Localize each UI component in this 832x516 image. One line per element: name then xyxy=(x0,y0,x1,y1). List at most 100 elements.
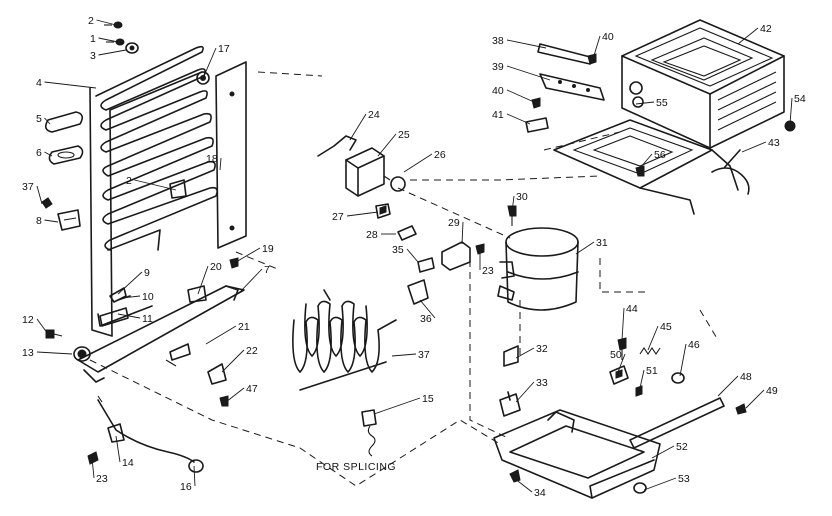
leader-line xyxy=(745,389,765,409)
callout-c55: 55 xyxy=(635,97,668,109)
base-pan xyxy=(493,409,661,499)
grommet-17 xyxy=(196,71,210,85)
part-number-label: 5 xyxy=(36,113,42,125)
part-number-label: 14 xyxy=(122,457,134,469)
compressor xyxy=(497,205,579,311)
part-number-label: 40 xyxy=(492,85,504,97)
leader-line xyxy=(506,113,531,125)
connector-28 xyxy=(397,225,417,241)
leader-line xyxy=(511,195,515,213)
callout-c45: 45 xyxy=(647,321,672,351)
leader-line xyxy=(219,157,222,171)
leader-line xyxy=(115,435,121,463)
leader-line xyxy=(44,151,53,157)
part-number-label: 19 xyxy=(262,243,274,255)
part-number-label: 3 xyxy=(90,50,96,62)
callout-c4: 4 xyxy=(36,77,97,89)
grommet-46 xyxy=(671,372,685,384)
callout-c1: 1 xyxy=(90,33,119,45)
leader-line xyxy=(117,271,143,295)
leader-line xyxy=(506,65,551,81)
screw-2-top xyxy=(104,21,123,29)
part-number-label: 54 xyxy=(794,93,806,105)
leader-line xyxy=(643,477,677,491)
callout-c24: 24 xyxy=(349,109,380,141)
part-number-label: 45 xyxy=(660,321,672,333)
part-number-label: 39 xyxy=(492,61,504,73)
spring-45 xyxy=(639,347,661,355)
part-number-label: 25 xyxy=(398,129,410,141)
part-number-label: 52 xyxy=(676,441,688,453)
part-number-label: 13 xyxy=(22,347,34,359)
part-number-label: 43 xyxy=(768,137,780,149)
callout-c33: 33 xyxy=(515,377,548,403)
back-panel xyxy=(215,61,247,249)
relay-20 xyxy=(187,285,207,303)
power-cord xyxy=(87,395,204,473)
callout-c54: 54 xyxy=(789,93,806,125)
leader-line xyxy=(44,219,59,223)
leader-line xyxy=(36,351,73,355)
leader-line xyxy=(506,89,535,103)
part-number-label: 7 xyxy=(264,264,270,276)
callout-c22: 22 xyxy=(221,345,258,373)
leader-line xyxy=(44,117,51,125)
leader-line xyxy=(117,313,141,319)
leader-line xyxy=(98,49,127,56)
leader-line xyxy=(91,457,95,479)
assembly-dashed-lines xyxy=(89,71,719,487)
callout-c47: 47 xyxy=(225,383,258,403)
part-number-label: 2 xyxy=(126,175,132,187)
part-number-label: 36 xyxy=(420,313,432,325)
callout-c39: 39 xyxy=(492,61,551,81)
leader-line xyxy=(346,211,379,217)
grommet-32 xyxy=(503,345,519,367)
part-number-label: 15 xyxy=(422,393,434,405)
leader-line xyxy=(617,353,626,373)
leader-line xyxy=(205,325,237,345)
part-number-label: 51 xyxy=(646,365,658,377)
clamp-6 xyxy=(48,145,84,165)
part-number-label: 48 xyxy=(740,371,752,383)
leader-line xyxy=(506,39,547,49)
clamp-5 xyxy=(44,111,84,133)
part-number-label: 9 xyxy=(144,267,150,279)
tube-11 xyxy=(99,307,129,327)
callout-c36: 36 xyxy=(419,299,436,325)
leader-line xyxy=(235,247,261,263)
callout-c32: 32 xyxy=(515,343,548,359)
leader-line xyxy=(36,318,49,335)
leader-line xyxy=(717,375,739,397)
callout-c40a: 40 xyxy=(591,31,614,63)
evaporator-box xyxy=(621,19,785,149)
screw-51 xyxy=(635,385,643,397)
bracket-36 xyxy=(407,279,429,305)
clip-27 xyxy=(375,203,391,219)
part-number-label: 56 xyxy=(654,149,666,161)
leader-line xyxy=(741,141,767,153)
grommet-33 xyxy=(499,391,521,417)
leader-line xyxy=(203,47,217,77)
callout-c35: 35 xyxy=(392,244,419,263)
part-number-label: 37 xyxy=(418,349,430,361)
part-number-label: 2 xyxy=(88,15,94,27)
screw-40-mid xyxy=(531,97,541,109)
bracket-8 xyxy=(57,209,81,231)
capillary-21 xyxy=(165,343,191,367)
part-number-label: 27 xyxy=(332,211,344,223)
callout-c28: 28 xyxy=(366,229,396,241)
part-number-label: 18 xyxy=(206,153,218,165)
callout-c8: 8 xyxy=(36,215,59,227)
part-number-label: 53 xyxy=(678,473,690,485)
callout-c46: 46 xyxy=(679,339,700,377)
callout-c48: 48 xyxy=(717,371,752,397)
callout-c40b: 40 xyxy=(492,85,535,103)
leader-line xyxy=(789,97,793,125)
part-number-label: 44 xyxy=(626,303,638,315)
tubing-43 xyxy=(711,149,750,195)
callout-c23b: 23 xyxy=(479,250,494,277)
callout-c12: 12 xyxy=(22,314,49,335)
part-number-label: 35 xyxy=(392,244,404,256)
screw-40-top xyxy=(587,53,597,65)
